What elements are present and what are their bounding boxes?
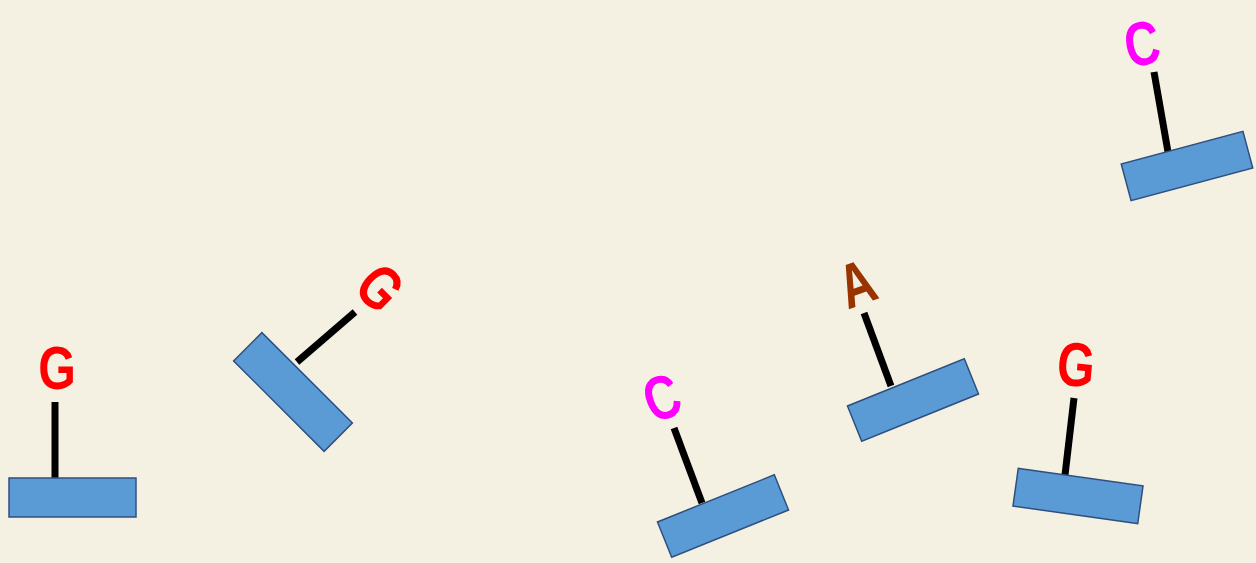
base-letter: G (38, 337, 76, 399)
base-letter: C (635, 363, 689, 433)
nucleotide-sticks (55, 72, 1168, 503)
base-letter: A (830, 249, 884, 319)
base-letter: C (1119, 10, 1164, 77)
sugar-blocks (9, 131, 1253, 557)
base-letter: G (1055, 332, 1098, 397)
